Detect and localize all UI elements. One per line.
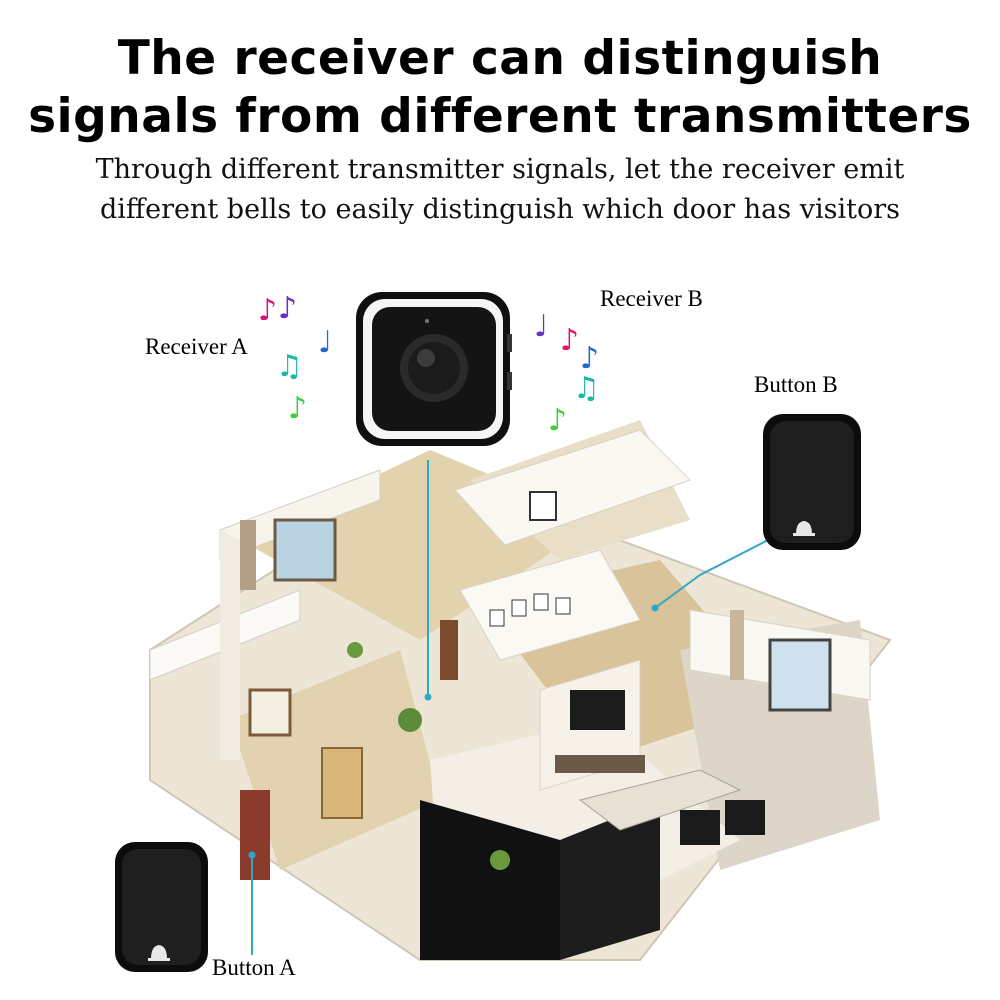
svg-text:♪: ♪ [278, 291, 297, 326]
svg-text:♪: ♪ [560, 323, 579, 358]
headline: The receiver can distinguish signals fro… [0, 30, 1000, 146]
receiver-b-label: Receiver B [600, 286, 703, 311]
bell-icon [796, 521, 812, 534]
svg-text:♪: ♪ [580, 341, 599, 376]
subheadline-line-1: Through different transmitter signals, l… [95, 154, 905, 185]
svg-text:♪: ♪ [288, 391, 307, 426]
button-b-connector-dot [651, 604, 659, 612]
svg-text:♩: ♩ [318, 325, 332, 360]
button-a-connector-dot [248, 851, 256, 859]
bell-icon [151, 945, 167, 959]
svg-text:♫: ♫ [276, 349, 303, 384]
svg-text:♩: ♩ [534, 309, 548, 344]
svg-text:♪: ♪ [258, 293, 277, 328]
signal-connectors [251, 460, 769, 955]
button-b-device [763, 414, 861, 550]
svg-text:♫: ♫ [573, 371, 600, 406]
receiver-device-icon [356, 292, 512, 446]
music-notes-right-icon: ♩ ♪ ♪ ♫ ♪ [534, 309, 600, 438]
button-a-device [115, 842, 208, 972]
receiver-a-label: Receiver A [145, 334, 248, 359]
subheadline-line-2: different bells to easily distinguish wh… [100, 194, 900, 225]
button-a-label: Button A [212, 955, 296, 980]
svg-text:♪: ♪ [548, 403, 567, 438]
house-cutaway [149, 420, 892, 961]
receiver-connector-dot [424, 693, 432, 701]
button-b-connector [654, 539, 769, 609]
music-notes-left-icon: ♪ ♪ ♩ ♫ ♪ [258, 291, 332, 426]
headline-line-1: The receiver can distinguish [117, 31, 883, 86]
subheadline: Through different transmitter signals, l… [0, 150, 1000, 230]
headline-line-2: signals from different transmitters [28, 89, 972, 144]
button-b-label: Button B [754, 372, 838, 397]
